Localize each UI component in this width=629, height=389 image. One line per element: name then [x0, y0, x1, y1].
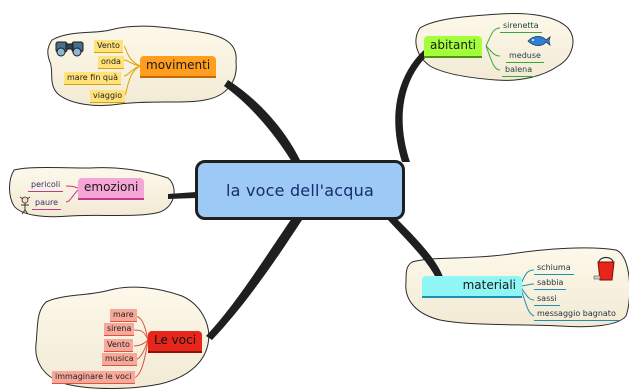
abitanti-sub-lines [485, 27, 501, 71]
materiali-label: materiali [462, 278, 516, 292]
subtopic-immaginare-le-voci[interactable]: immaginare le voci [52, 371, 135, 384]
central-topic-label: la voce dell'acqua [226, 180, 374, 200]
subtopic-balena[interactable]: balena [502, 64, 536, 77]
emozioni-sub-lines [65, 185, 79, 203]
subtopic-sabbia[interactable]: sabbia [534, 277, 567, 290]
cloud-voci [35, 286, 210, 389]
swimming-fish-icon [527, 35, 551, 47]
subtopic-vento-voci[interactable]: Vento [104, 339, 133, 352]
movimenti-label: movimenti [146, 58, 211, 72]
connector-emozioni [168, 192, 196, 199]
subtopic-schiuma[interactable]: schiuma [534, 262, 574, 275]
subtopic-onda[interactable]: onda [98, 56, 124, 69]
connector-abitanti [395, 50, 428, 162]
main-topic-le-voci[interactable]: Le voci [148, 331, 203, 353]
frightened-figure-icon [19, 196, 31, 215]
subtopic-mare-fin-qua[interactable]: mare fin quà [64, 72, 121, 85]
subtopic-paure[interactable]: paure [32, 197, 62, 210]
central-topic[interactable]: la voce dell'acqua [195, 160, 405, 220]
connector-voci [206, 218, 302, 340]
main-topic-movimenti[interactable]: movimenti [140, 56, 217, 78]
red-bucket-icon [593, 256, 615, 281]
main-topic-abitanti[interactable]: abitanti [424, 36, 483, 58]
subtopic-vento[interactable]: Vento [94, 40, 123, 53]
subtopic-pericoli[interactable]: pericoli [28, 179, 64, 192]
subtopic-meduse[interactable]: meduse [506, 50, 544, 63]
cloud-abitanti [415, 13, 574, 81]
emozioni-label: emozioni [84, 180, 139, 194]
subtopic-sirenetta[interactable]: sirenetta [500, 20, 542, 33]
connector-movimenti [224, 80, 300, 162]
binoculars-icon [55, 41, 84, 57]
subtopic-sassi[interactable]: sassi [534, 293, 560, 306]
subtopic-messaggio-bagnato[interactable]: messaggio bagnato [534, 308, 619, 321]
subtopic-sirena[interactable]: sirena [104, 323, 135, 336]
subtopic-musica[interactable]: musica [102, 353, 137, 366]
subtopic-mare[interactable]: mare [110, 309, 137, 322]
subtopic-viaggio[interactable]: viaggio [90, 90, 126, 103]
abitanti-label: abitanti [430, 38, 477, 52]
main-topic-emozioni[interactable]: emozioni [78, 178, 145, 200]
main-topic-materiali[interactable]: materiali [422, 276, 522, 298]
le-voci-label: Le voci [154, 333, 197, 347]
